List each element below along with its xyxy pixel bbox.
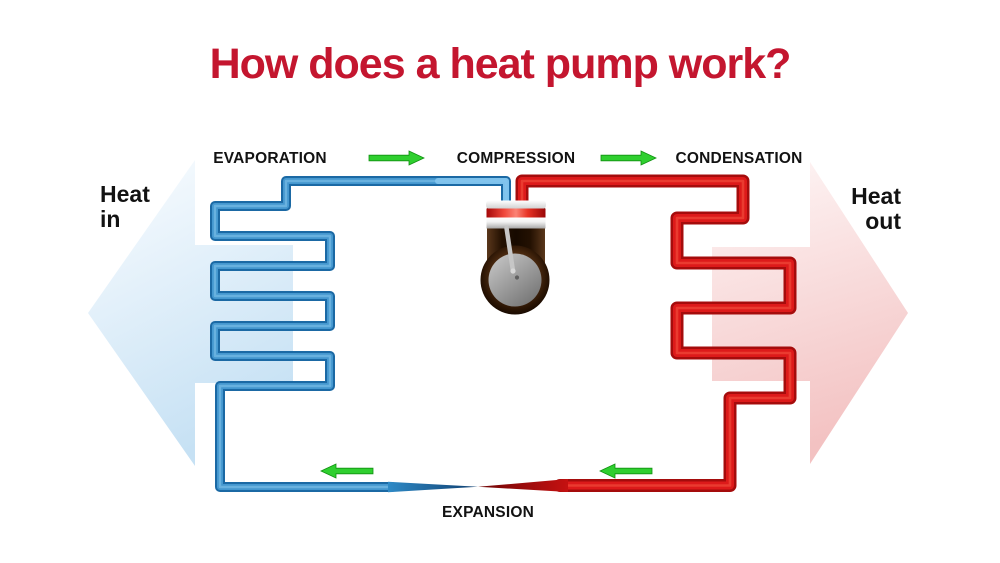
page-title: How does a heat pump work? (209, 40, 792, 88)
crank-face (488, 253, 542, 307)
compressor (480, 200, 550, 315)
flow-arrows (320, 150, 657, 479)
flow-arrow-top-left (368, 150, 425, 166)
label-expansion: EXPANSION (442, 504, 534, 521)
rod-bearing (510, 268, 516, 274)
evaporator-coil (210, 176, 511, 492)
label-heat-in: Heat in (100, 181, 150, 232)
connecting-rod (504, 225, 516, 274)
label-condensation: CONDENSATION (675, 150, 803, 167)
flow-arrow-bottom-left (320, 463, 374, 479)
label-compression: COMPRESSION (456, 150, 576, 167)
flow-arrow-bottom-right (599, 463, 653, 479)
expansion-valve-blue-taper (388, 481, 478, 493)
expansion-valve-red-taper (478, 479, 568, 492)
compressor-piston-band (486, 217, 546, 229)
flow-arrow-top-right (600, 150, 657, 166)
label-heat-out: Heat out (851, 183, 901, 234)
compressor-rim (486, 200, 546, 209)
condenser-coil (515, 174, 797, 492)
compressor-red-band (486, 208, 546, 218)
label-evaporation: EVAPORATION (213, 150, 327, 167)
crank-pin (514, 275, 520, 280)
heat-out-arrow (712, 162, 908, 464)
heat-in-arrow (88, 160, 293, 466)
